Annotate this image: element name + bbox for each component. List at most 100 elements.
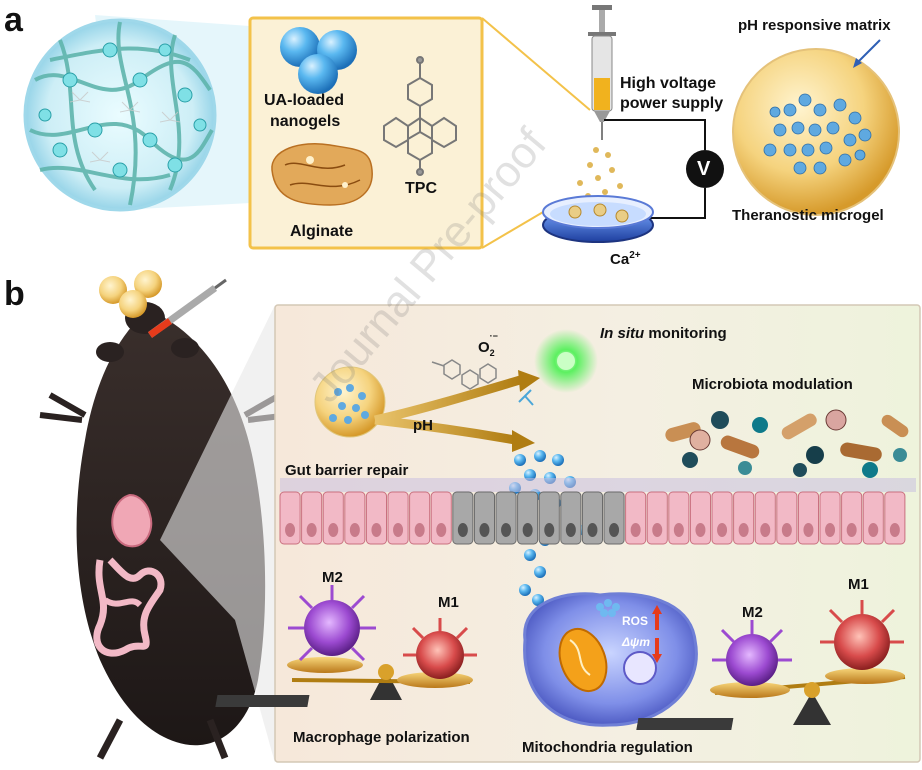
epithelial-cell xyxy=(409,491,431,545)
epithelial-cell xyxy=(365,491,387,545)
power-label-line2: power supply xyxy=(620,95,724,112)
arrow-to-monitoring xyxy=(374,375,522,425)
zoom-projection xyxy=(160,305,275,763)
monitoring-italic: In situ xyxy=(600,325,645,342)
matrix-label: pH responsive matrix xyxy=(738,17,891,34)
intestinal-epithelium xyxy=(279,491,906,545)
cell-nucleus xyxy=(457,523,468,537)
voltmeter-symbol: V xyxy=(697,158,711,180)
epithelial-cell xyxy=(711,491,733,545)
cell-nucleus xyxy=(436,523,447,537)
cell-nucleus xyxy=(349,523,360,537)
cell-nucleus xyxy=(479,523,490,537)
calcium-charge: 2+ xyxy=(629,250,641,261)
ros-label: ROS xyxy=(622,614,649,628)
panel-b-graphics xyxy=(39,270,921,763)
epithelial-cell xyxy=(668,491,690,545)
m2-left-label: M2 xyxy=(322,569,343,586)
damaged-epithelial-cell xyxy=(560,491,582,545)
cell-nucleus xyxy=(414,523,425,537)
epithelial-cell xyxy=(884,491,906,545)
nanogel-label-line2: nanogels xyxy=(270,113,341,130)
cell-nucleus xyxy=(565,523,576,537)
epithelial-cell xyxy=(625,491,647,545)
superoxide-symbol: O xyxy=(478,339,490,356)
monitoring-label: In situ monitoring xyxy=(600,325,727,343)
cell-nucleus xyxy=(846,523,857,537)
inhibition-mark xyxy=(524,395,534,406)
droplet-spray xyxy=(577,147,623,199)
connector-line-top xyxy=(481,17,591,111)
cell-nucleus xyxy=(630,523,641,537)
nanogel-label-line1: UA-loaded xyxy=(264,92,344,109)
cell-nucleus xyxy=(306,523,317,537)
panel-a-graphics xyxy=(23,5,900,250)
damaged-epithelial-cell xyxy=(603,491,625,545)
damaged-epithelial-cell xyxy=(452,491,474,545)
macrophage-cell-mitochondria xyxy=(523,592,698,727)
cell-nucleus xyxy=(825,523,836,537)
damaged-epithelial-cell xyxy=(538,491,560,545)
cell-nucleus xyxy=(328,523,339,537)
microbiota-label: Microbiota modulation xyxy=(692,376,853,393)
macrophage-label: Macrophage polarization xyxy=(293,729,470,746)
panel-microgel xyxy=(314,366,386,438)
cell-nucleus xyxy=(652,523,663,537)
voltmeter-icon xyxy=(686,150,724,188)
power-label-line1: High voltage xyxy=(620,75,717,92)
epithelial-cell xyxy=(776,491,798,545)
calcium-symbol: Ca xyxy=(610,251,630,268)
damaged-epithelial-cell xyxy=(581,491,604,545)
cell-nucleus xyxy=(522,523,533,537)
m1-macrophage-right xyxy=(820,600,904,670)
microgel-label: Theranostic microgel xyxy=(732,207,884,224)
ph-label: pH xyxy=(413,417,433,434)
cell-nucleus xyxy=(760,523,771,537)
balance-left xyxy=(215,657,473,707)
gut-barrier-label: Gut barrier repair xyxy=(285,462,409,479)
epithelial-cell xyxy=(862,491,884,545)
mucus-layer xyxy=(280,478,916,492)
superoxide-label: O·−2 xyxy=(478,331,498,359)
nanogel-cluster xyxy=(280,27,357,94)
cell-nucleus xyxy=(285,523,296,537)
damaged-epithelial-cell xyxy=(473,491,495,545)
cell-nucleus xyxy=(393,523,404,537)
cell-nucleus xyxy=(587,523,598,537)
epithelial-cell xyxy=(430,491,452,545)
m2-right-label: M2 xyxy=(742,604,763,621)
damaged-epithelial-cell xyxy=(517,491,539,545)
panel-b-letter: b xyxy=(4,275,25,313)
epithelial-cell xyxy=(689,491,712,545)
epithelial-cell xyxy=(841,491,863,545)
balance-right xyxy=(636,668,906,730)
epithelial-cell xyxy=(387,491,409,545)
cell-nucleus xyxy=(803,523,814,537)
oral-gavage-syringe xyxy=(99,270,227,338)
alginate-label: Alginate xyxy=(290,223,354,240)
damaged-epithelial-cell xyxy=(495,491,517,545)
cell-nucleus xyxy=(889,523,900,537)
syringe-icon xyxy=(588,5,616,140)
epithelial-cell xyxy=(322,491,344,545)
cell-nucleus xyxy=(544,523,555,537)
arrow-to-release xyxy=(374,415,516,445)
theranostic-microgel xyxy=(732,48,900,216)
cell-nucleus xyxy=(371,523,382,537)
cell-nucleus xyxy=(738,523,749,537)
cell-nucleus xyxy=(717,523,728,537)
tpc-probe xyxy=(431,359,497,390)
m1-right-label: M1 xyxy=(848,576,869,593)
cell-nucleus xyxy=(501,523,512,537)
membrane-potential-label: Δψm xyxy=(622,635,651,649)
gut-microbiota xyxy=(665,409,909,478)
tpc-label: TPC xyxy=(405,180,437,197)
monitoring-rest: monitoring xyxy=(644,325,727,342)
cell-nucleus xyxy=(609,523,620,537)
m1-macrophage-left xyxy=(403,618,477,679)
epithelial-cell xyxy=(301,491,323,545)
superoxide-radical: ·− xyxy=(489,331,498,341)
cell-nucleus xyxy=(673,523,684,537)
m2-macrophage-left xyxy=(288,585,376,662)
